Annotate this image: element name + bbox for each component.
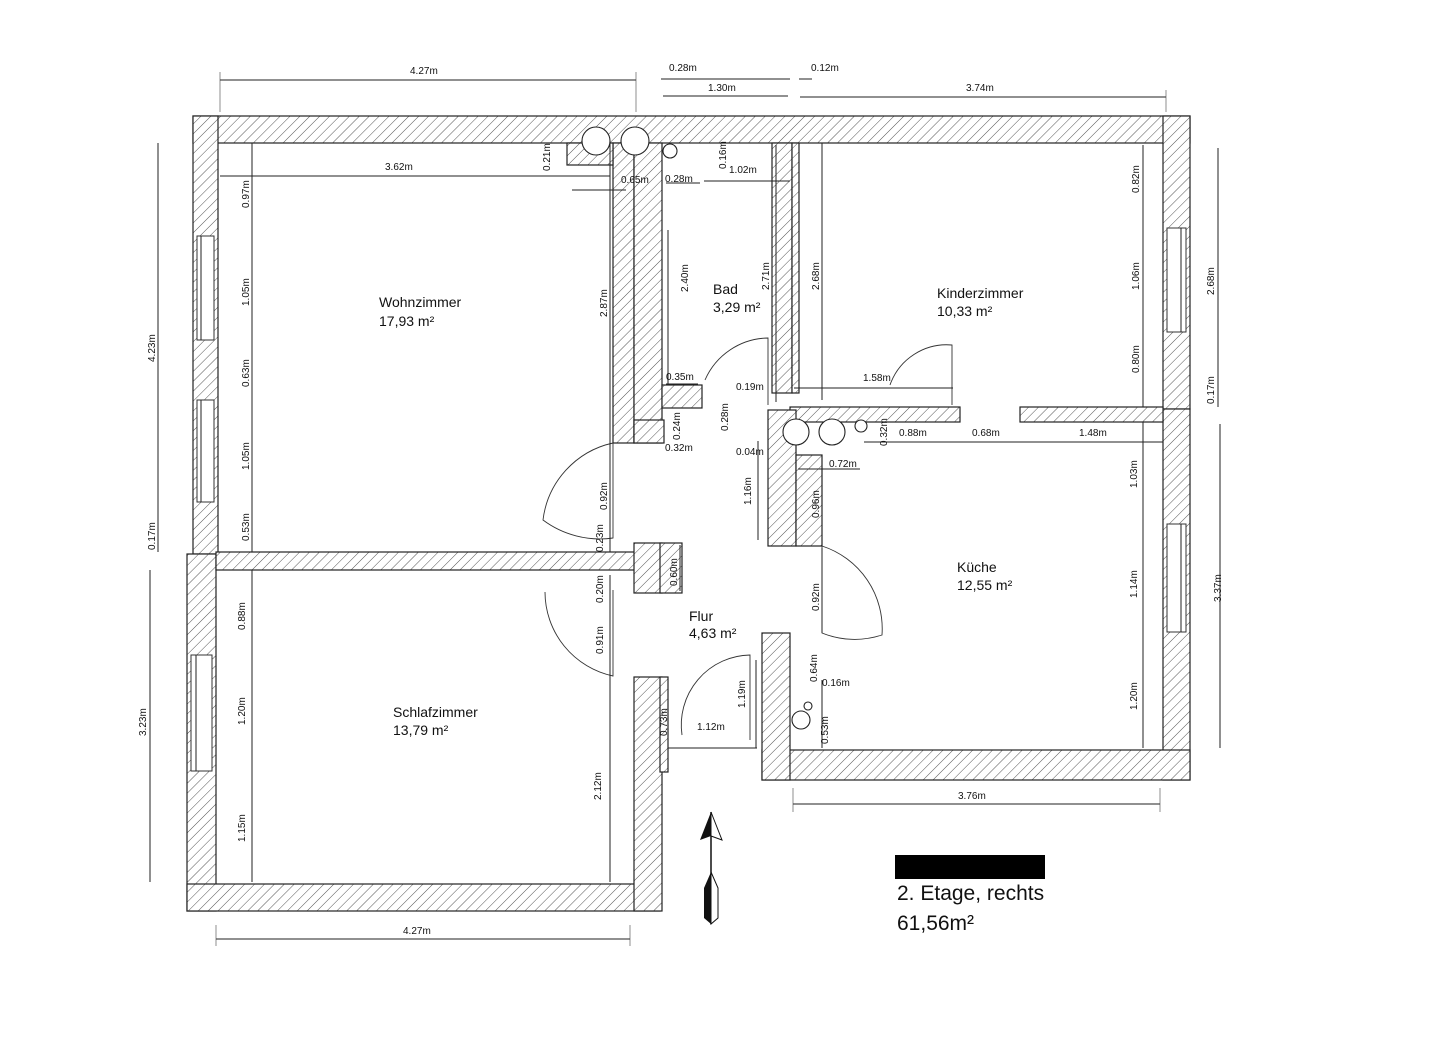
room-name-bad: Bad: [713, 281, 738, 297]
dim-label: 0.53m: [820, 716, 831, 744]
dim-label: 2.40m: [680, 264, 691, 292]
dim-label: 4.27m: [403, 926, 431, 937]
room-area-schlafzimmer: 13,79 m²: [393, 722, 449, 738]
dim-label: 0.23m: [595, 524, 606, 552]
dim-label: 0.88m: [899, 428, 927, 439]
room-name-kueche: Küche: [957, 559, 997, 575]
room-name-flur: Flur: [689, 608, 713, 624]
dim-label: 0.92m: [599, 482, 610, 510]
dim-label: 1.15m: [237, 814, 248, 842]
dim-label: 0.17m: [147, 522, 158, 550]
dim-label: 0.21m: [542, 143, 553, 171]
dim-label: 1.14m: [1129, 570, 1140, 598]
dim-label: 0.28m: [720, 403, 731, 431]
room-name-kinderzimmer: Kinderzimmer: [937, 285, 1024, 301]
dim-label: 0.65m: [621, 175, 649, 186]
pipes: [581, 126, 868, 730]
dim-label: 3.62m: [385, 162, 413, 173]
dim-label: 0.24m: [672, 412, 683, 440]
dim-label: 1.20m: [1129, 682, 1140, 710]
dim-label: 3.76m: [958, 791, 986, 802]
room-area-kinderzimmer: 10,33 m²: [937, 303, 993, 319]
dim-label: 0.60m: [669, 558, 680, 586]
dim-label: 4.27m: [410, 66, 438, 77]
dim-label: 0.80m: [1131, 345, 1142, 373]
north-arrow-icon: [700, 811, 723, 926]
dim-label: 0.28m: [665, 174, 693, 185]
dim-label: 1.02m: [729, 165, 757, 176]
dim-label: 0.72m: [829, 459, 857, 470]
dim-label: 0.32m: [879, 418, 890, 446]
dim-label: 0.92m: [811, 583, 822, 611]
redacted-box: [895, 855, 1045, 879]
room-area-kueche: 12,55 m²: [957, 577, 1013, 593]
dim-label: 2.68m: [811, 262, 822, 290]
dim-label: 0.64m: [809, 654, 820, 682]
dimension-lines: [149, 72, 1221, 946]
dim-label: 2.71m: [761, 262, 772, 290]
dim-label: 0.17m: [1206, 376, 1217, 404]
dim-label: 1.20m: [237, 697, 248, 725]
dim-label: 1.05m: [241, 278, 252, 306]
dim-label: 1.30m: [708, 83, 736, 94]
dim-label: 1.06m: [1131, 262, 1142, 290]
dim-label: 4.23m: [147, 334, 158, 362]
dim-label: 0.91m: [595, 626, 606, 654]
dim-label: 1.16m: [743, 477, 754, 505]
dim-label: 1.12m: [697, 722, 725, 733]
walls: [186, 115, 1191, 912]
dim-label: 0.35m: [666, 372, 694, 383]
dim-label: 0.88m: [237, 602, 248, 630]
room-area-flur: 4,63 m²: [689, 625, 737, 641]
dim-label: 0.20m: [595, 575, 606, 603]
room-area-wohnzimmer: 17,93 m²: [379, 313, 435, 329]
dim-label: 0.63m: [241, 359, 252, 387]
dim-label: 0.82m: [1131, 165, 1142, 193]
dim-label: 3.37m: [1213, 574, 1224, 602]
dim-label: 2.12m: [593, 772, 604, 800]
dim-label: 1.03m: [1129, 460, 1140, 488]
room-labels: Wohnzimmer 17,93 m² Bad 3,29 m² Kinderzi…: [379, 281, 1024, 738]
windows: [190, 227, 1187, 772]
room-area-bad: 3,29 m²: [713, 299, 761, 315]
dim-label: 0.28m: [669, 63, 697, 74]
dim-label: 2.68m: [1206, 267, 1217, 295]
dim-label: 0.96m: [811, 490, 822, 518]
dim-label: 1.48m: [1079, 428, 1107, 439]
dim-label: 2.87m: [599, 289, 610, 317]
dim-label: 0.53m: [241, 513, 252, 541]
dim-label: 0.12m: [811, 63, 839, 74]
dim-label: 0.73m: [659, 708, 670, 736]
dim-label: 0.04m: [736, 447, 764, 458]
dim-label: 0.16m: [822, 678, 850, 689]
room-name-schlafzimmer: Schlafzimmer: [393, 704, 478, 720]
dim-label: 0.97m: [241, 180, 252, 208]
dim-label: 1.58m: [863, 373, 891, 384]
dim-label: 0.16m: [718, 141, 729, 169]
dim-label: 1.19m: [737, 680, 748, 708]
dim-label: 3.23m: [138, 708, 149, 736]
dimension-labels: 4.27m 0.28m 1.30m 0.12m 3.74m 3.62m 0.65…: [138, 63, 1224, 937]
total-area-label: 61,56m²: [897, 912, 975, 935]
dim-label: 1.05m: [241, 442, 252, 470]
doors: [542, 337, 953, 740]
dim-label: 0.32m: [665, 443, 693, 454]
dim-label: 0.19m: [736, 382, 764, 393]
room-name-wohnzimmer: Wohnzimmer: [379, 294, 462, 310]
dim-label: 3.74m: [966, 83, 994, 94]
floor-label: 2. Etage, rechts: [897, 882, 1045, 905]
dim-label: 0.68m: [972, 428, 1000, 439]
